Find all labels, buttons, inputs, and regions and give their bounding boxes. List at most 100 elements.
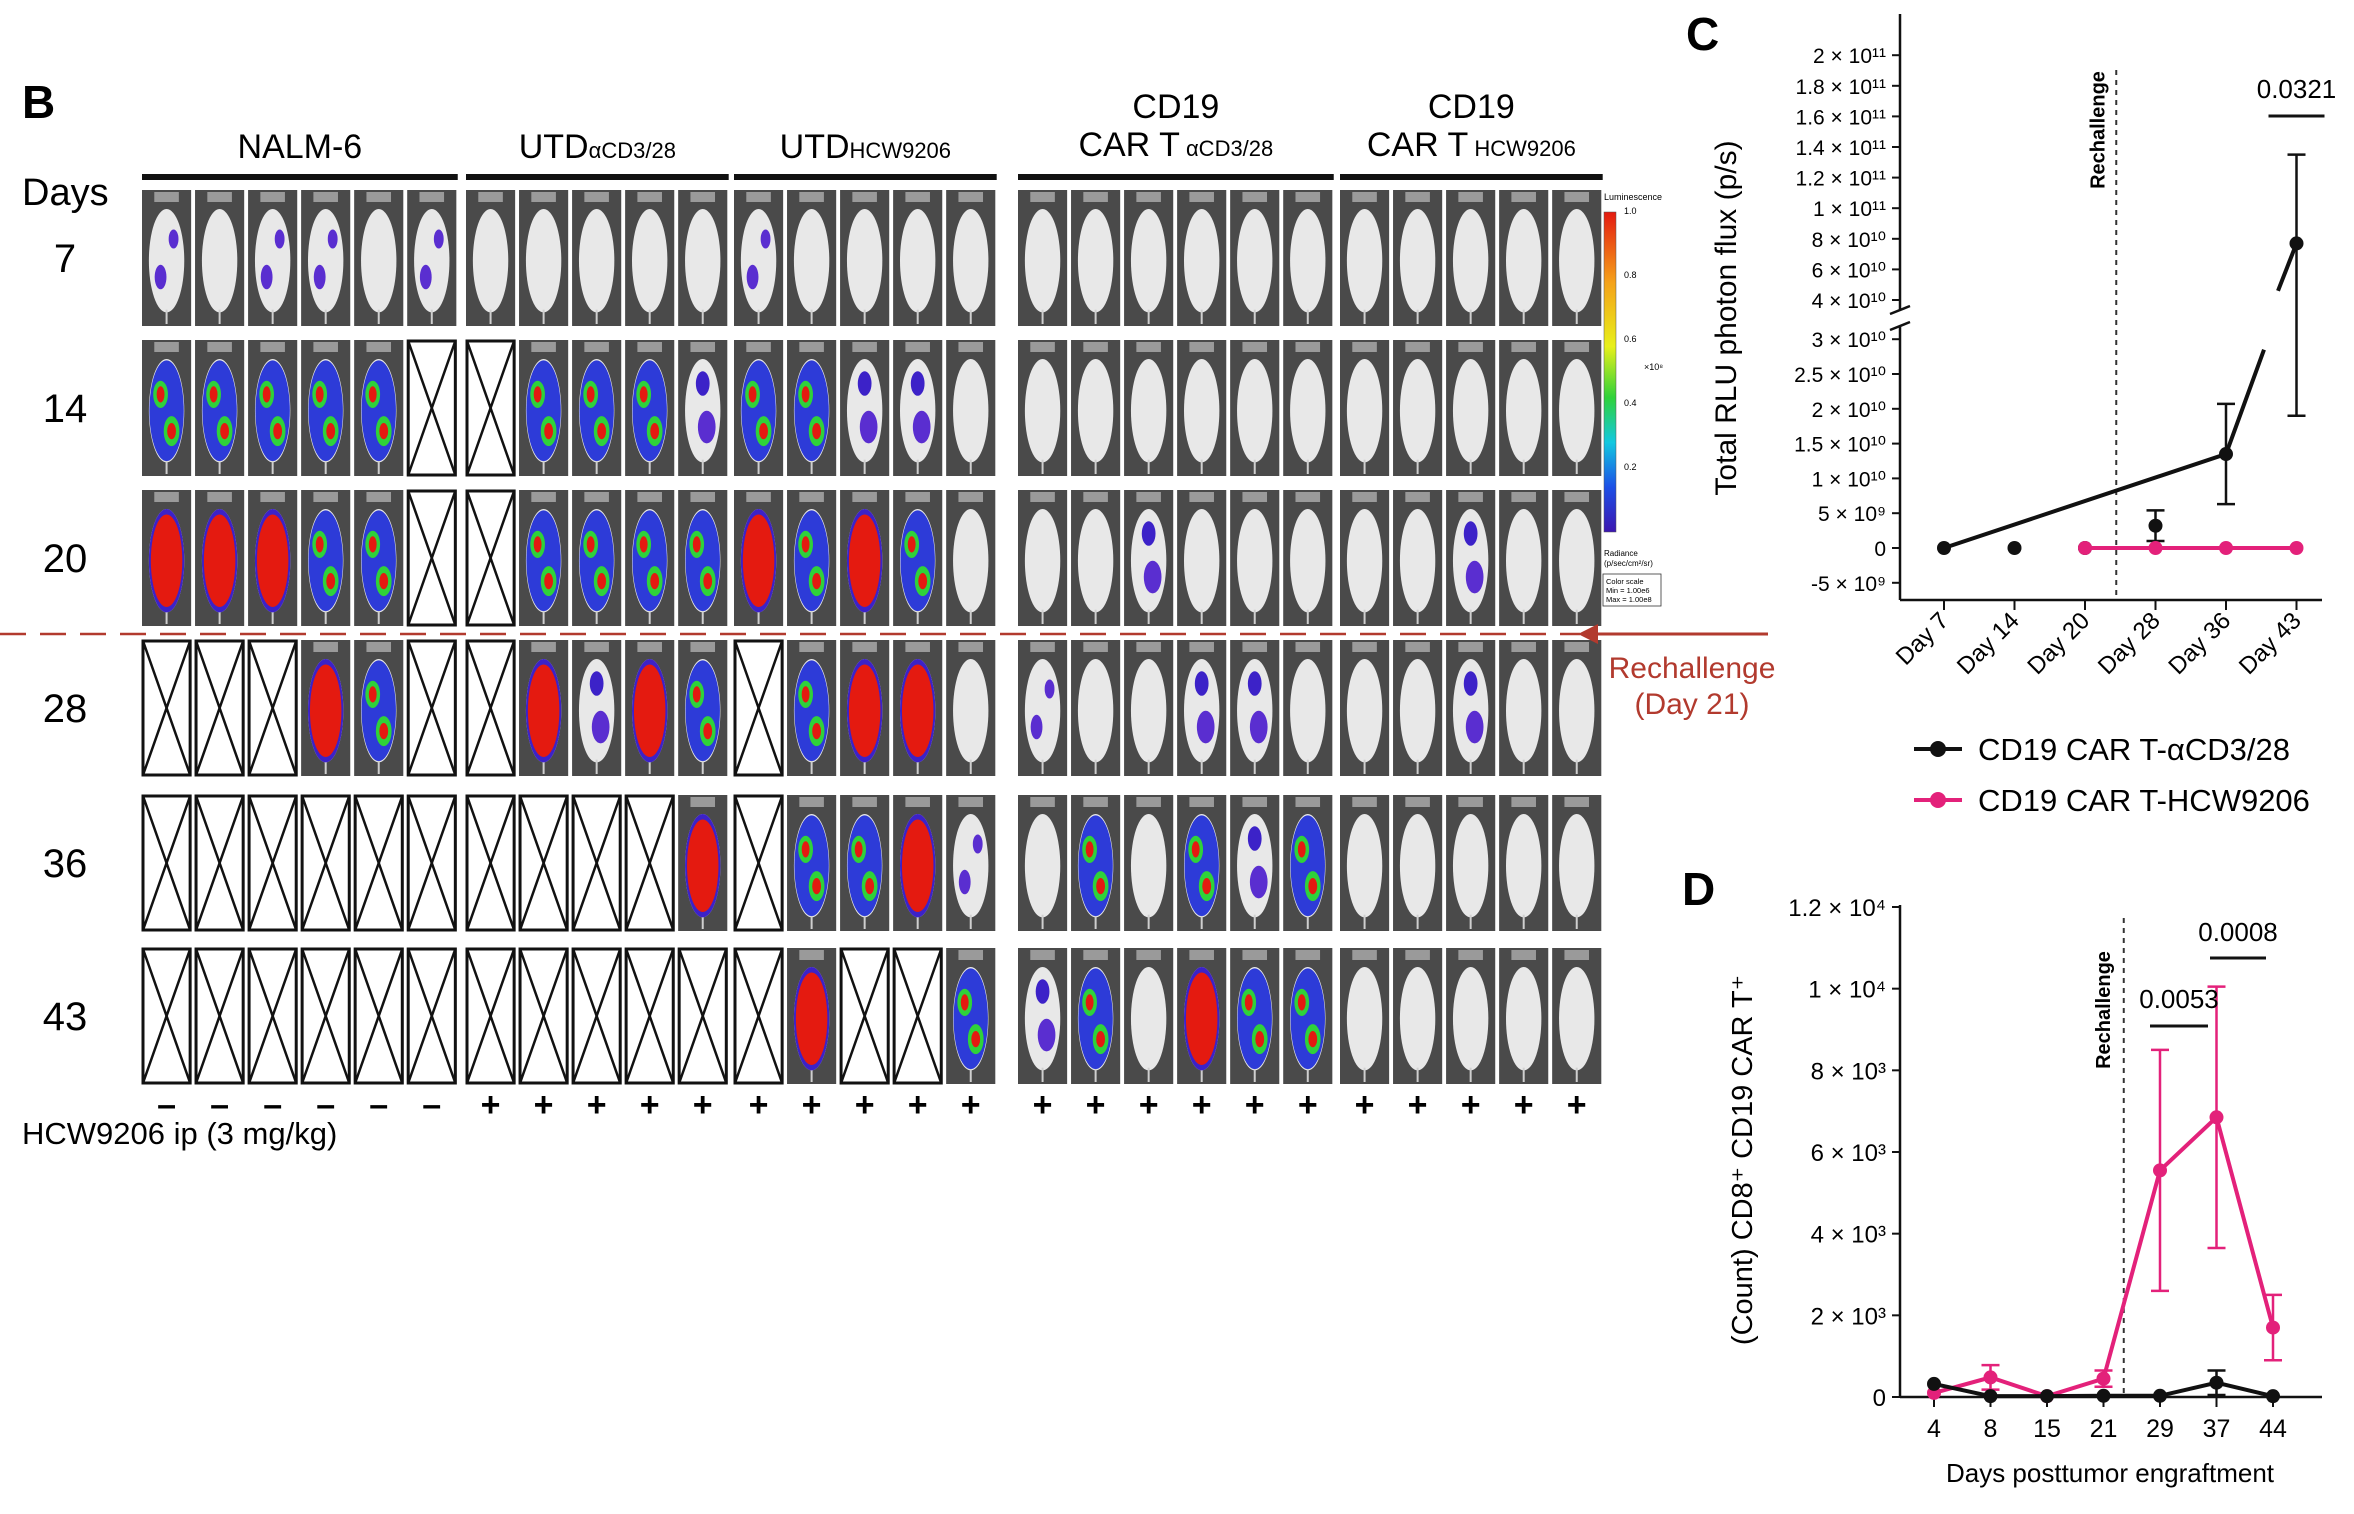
signal xyxy=(361,360,396,462)
treatment-sign: + xyxy=(1567,1086,1587,1124)
signal-hot xyxy=(1297,841,1306,858)
day-label: 36 xyxy=(43,842,88,886)
signal xyxy=(1247,671,1262,696)
nose-cone xyxy=(207,192,232,202)
mouse-image-tile xyxy=(1124,490,1174,626)
group-header-label: UTDHCW9206 xyxy=(780,128,951,166)
colorbar-tick: 0.8 xyxy=(1624,270,1637,280)
signal xyxy=(685,660,720,762)
mouse-body xyxy=(1290,509,1326,613)
nose-cone xyxy=(799,192,824,202)
mouse-image-tile xyxy=(1446,190,1496,326)
y-tick-label: 1.2 × 10¹¹ xyxy=(1796,168,1886,191)
nose-cone xyxy=(1352,192,1377,202)
nose-cone xyxy=(419,192,445,202)
nose-cone xyxy=(584,492,609,502)
signal xyxy=(910,371,925,396)
dead-cross xyxy=(353,795,404,931)
mouse-image-tile xyxy=(625,190,675,326)
nose-cone xyxy=(1511,192,1536,202)
mouse-body xyxy=(1346,967,1383,1071)
signal xyxy=(1141,521,1156,546)
data-point xyxy=(2209,1375,2224,1390)
nose-cone xyxy=(852,797,877,807)
dead-cross xyxy=(733,948,784,1084)
colorbar-min: Min = 1.00e6 xyxy=(1606,586,1650,595)
treatment-sign: – xyxy=(210,1086,229,1124)
signal-hot xyxy=(703,722,713,740)
nose-cone xyxy=(1352,492,1377,502)
mouse-image-tile xyxy=(1177,490,1227,626)
mouse-image-tile xyxy=(195,340,245,476)
signal-hot xyxy=(1185,972,1218,1065)
dead-cross xyxy=(733,795,784,931)
signal-hot xyxy=(315,536,324,553)
signal-hot xyxy=(703,572,713,590)
x-axis-label: Days posttumor engraftment xyxy=(1946,1458,2275,1488)
nose-cone xyxy=(1083,192,1108,202)
p-value: 0.0053 xyxy=(2139,984,2219,1014)
signal xyxy=(1143,560,1162,594)
treatment-sign: + xyxy=(961,1086,981,1124)
y-tick-label: 6 × 10¹⁰ xyxy=(1812,259,1886,282)
mouse-body xyxy=(1290,209,1326,313)
mouse-body xyxy=(1559,967,1595,1071)
series-line xyxy=(1943,348,2266,550)
mouse-image-tile xyxy=(946,490,996,626)
mouse-image-tile xyxy=(195,490,245,626)
mouse-image-tile xyxy=(142,190,192,326)
nose-cone xyxy=(531,192,556,202)
mouse-body xyxy=(578,209,615,313)
rechallenge-label: Rechallenge xyxy=(1609,652,1776,685)
nose-cone xyxy=(1564,797,1590,807)
mouse-body xyxy=(953,814,989,918)
dead-cross xyxy=(518,948,569,1084)
nose-cone xyxy=(799,642,824,652)
x-tick-label: Day 20 xyxy=(2022,607,2095,680)
signal-hot xyxy=(1244,994,1253,1011)
y-tick-label: 1.8 × 10¹¹ xyxy=(1796,76,1886,99)
nose-cone xyxy=(584,642,609,652)
signal-hot xyxy=(326,422,336,440)
treatment-sign: + xyxy=(908,1086,928,1124)
signal xyxy=(912,410,931,444)
treatment-sign: + xyxy=(1461,1086,1481,1124)
mouse-body xyxy=(1024,814,1061,918)
mouse-body xyxy=(1024,659,1061,763)
signal-hot xyxy=(801,686,810,703)
nose-cone xyxy=(154,192,179,202)
mouse-body xyxy=(1559,509,1595,613)
signal xyxy=(1290,968,1325,1070)
y-tick-label: 0 xyxy=(1874,538,1886,561)
dead-mouse-tile xyxy=(465,639,516,777)
mouse-image-tile xyxy=(1018,490,1068,626)
group-header-main: UTD xyxy=(780,128,850,166)
nose-cone xyxy=(1405,642,1430,652)
mouse-body xyxy=(148,209,185,313)
nose-cone xyxy=(1030,342,1055,352)
group-header-subscript: αCD3/28 xyxy=(589,138,676,163)
nose-cone xyxy=(366,642,392,652)
mouse-image-tile xyxy=(1340,340,1390,476)
mouse-image-tile xyxy=(946,340,996,476)
signal-hot xyxy=(1096,877,1106,895)
data-point xyxy=(2209,1110,2224,1125)
signal xyxy=(327,229,338,249)
mouse-image-tile xyxy=(1071,640,1121,776)
nose-cone xyxy=(958,342,984,352)
nose-cone xyxy=(905,797,930,807)
nose-cone xyxy=(1405,797,1430,807)
signal xyxy=(1249,865,1268,899)
signal-hot xyxy=(801,536,810,553)
data-point xyxy=(2148,541,2163,555)
signal-hot xyxy=(971,1030,981,1048)
mouse-image-tile xyxy=(625,340,675,476)
nose-cone xyxy=(1242,192,1268,202)
dead-cross xyxy=(571,795,622,931)
nose-cone xyxy=(313,342,338,352)
signal xyxy=(847,815,882,917)
nose-cone xyxy=(746,492,771,502)
nose-cone xyxy=(260,192,285,202)
dead-cross xyxy=(300,795,351,931)
